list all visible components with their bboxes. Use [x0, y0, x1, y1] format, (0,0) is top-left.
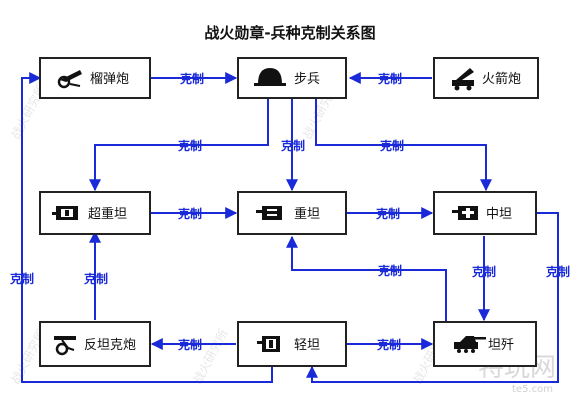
node-label: 轻坦 — [294, 338, 320, 353]
edge-infantry-super-heavy-tank — [89, 98, 269, 192]
node-light-tank: 轻坦 — [237, 321, 347, 367]
edges: 克制 克制 克制 克制 克制 克制 克制 克制 克制 克制 克制 克制 — [10, 71, 570, 383]
node-label: 超重坦 — [88, 206, 127, 222]
node-box — [433, 57, 539, 99]
node-heavy-tank: 重坦 — [237, 191, 347, 235]
edge-label: 克制 — [178, 337, 202, 352]
anti-tank-gun-icon — [54, 336, 76, 356]
node-label: 火箭炮 — [482, 71, 521, 87]
node-rocket: 火箭炮 — [433, 57, 539, 99]
edge-label: 克制 — [84, 271, 108, 286]
diagram-title: 战火勋章-兵种克制关系图 — [204, 24, 376, 42]
helmet-icon — [254, 68, 286, 86]
node-box — [237, 191, 347, 235]
node-label: 榴弹炮 — [90, 72, 129, 87]
edge-label: 克制 — [178, 206, 202, 221]
tank-destroyer-icon — [454, 336, 486, 353]
edge-tank-destroyer-heavy-tank — [286, 235, 447, 322]
edge-light-tank-howitzer — [21, 72, 273, 383]
node-label: 中坦 — [486, 207, 512, 222]
node-infantry: 步兵 — [237, 57, 347, 99]
node-anti-tank-gun: 反坦克炮 — [39, 321, 151, 367]
edge-label: 克制 — [546, 264, 570, 279]
edge-label: 克制 — [178, 138, 202, 153]
node-label: 步兵 — [294, 72, 320, 87]
node-box — [433, 191, 537, 235]
node-label: 重坦 — [294, 206, 320, 222]
watermark-url: te5.com — [512, 384, 553, 395]
edge-label: 克制 — [472, 264, 496, 279]
light-tank-icon — [257, 336, 280, 352]
node-box — [237, 57, 347, 99]
edge-label: 克制 — [377, 337, 401, 352]
node-medium-tank: 中坦 — [433, 191, 537, 235]
node-super-heavy-tank: 超重坦 — [39, 191, 151, 235]
howitzer-icon — [57, 70, 82, 89]
edge-label: 克制 — [378, 71, 402, 86]
node-howitzer: 榴弹炮 — [39, 57, 151, 99]
edge-label: 克制 — [378, 263, 402, 278]
super-heavy-tank-icon — [52, 206, 78, 220]
edge-label: 克制 — [180, 71, 204, 86]
edge-infantry-medium-tank — [315, 98, 492, 192]
node-tank-destroyer: 坦歼 — [433, 321, 537, 367]
node-box — [39, 57, 151, 99]
edge-label: 克制 — [281, 138, 305, 153]
rocket-launcher-icon — [452, 68, 474, 91]
edge-label: 克制 — [376, 206, 400, 221]
medium-tank-icon — [452, 206, 478, 220]
node-label: 坦歼 — [488, 338, 514, 353]
heavy-tank-icon — [256, 206, 282, 220]
node-label: 反坦克炮 — [84, 338, 136, 353]
edge-label: 克制 — [380, 138, 404, 153]
node-box — [433, 321, 537, 367]
node-box — [237, 321, 347, 367]
edge-label: 克制 — [10, 271, 34, 286]
watermark-text: 战火研究所 — [189, 326, 230, 386]
edge-medium-light-tank — [306, 212, 559, 383]
